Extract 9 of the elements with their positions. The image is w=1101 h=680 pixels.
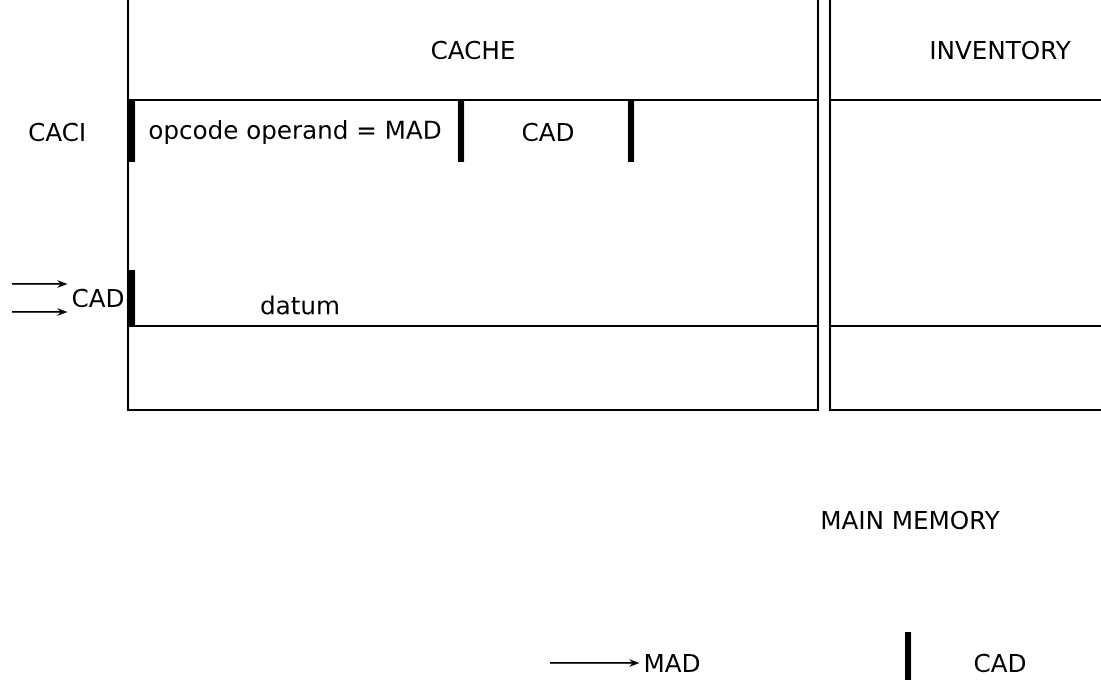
field-label: MAIN MEMORY [822, 510, 1000, 530]
field-label: CAD [522, 122, 574, 142]
signal-label: CAD [72, 288, 124, 308]
field-label: opcode operand = MAD [149, 120, 441, 144]
field-label: datum [261, 295, 338, 315]
field-label: CAD [974, 653, 1026, 673]
field-label: CACI [29, 122, 84, 142]
signal-label: MAD [645, 654, 700, 672]
memory-box: INVENTORY [828, 0, 1101, 412]
